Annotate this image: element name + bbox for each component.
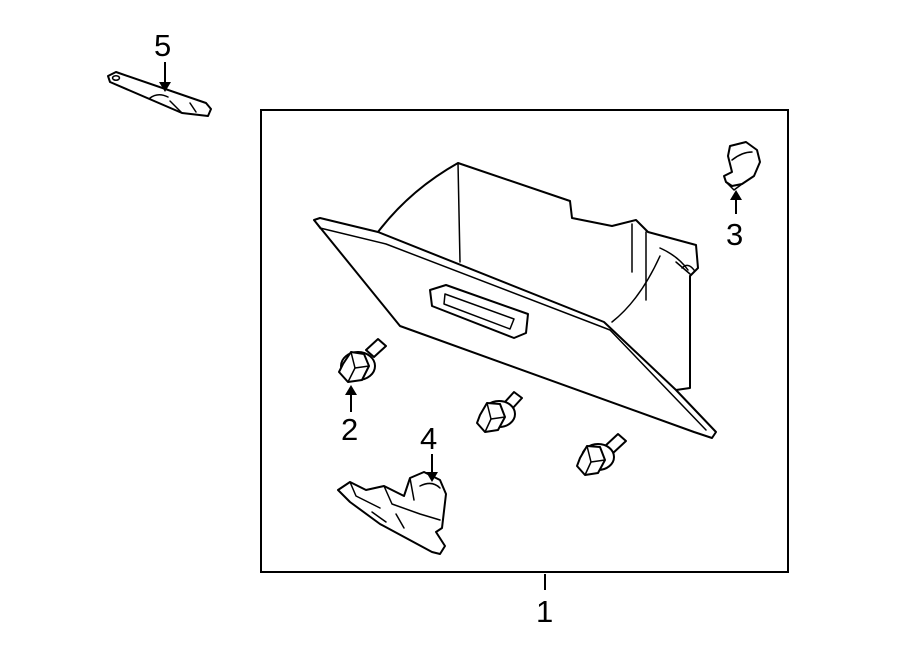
callout-4: 4 xyxy=(420,421,437,456)
callout-3: 3 xyxy=(726,217,743,252)
part-2-screw-b[interactable] xyxy=(476,391,523,433)
arrowhead-3 xyxy=(730,190,742,200)
part-2-screw-c[interactable] xyxy=(576,433,627,476)
part-2-screw-a[interactable] xyxy=(338,338,387,383)
part-5-hinge-strip[interactable] xyxy=(107,71,212,117)
arrowhead-4 xyxy=(426,472,438,482)
arrowhead-2 xyxy=(345,385,357,395)
part-1-glove-box[interactable] xyxy=(313,162,717,439)
arrowhead-5 xyxy=(159,82,171,92)
callout-1: 1 xyxy=(536,594,553,629)
part-3-bumper-stop[interactable] xyxy=(723,141,761,191)
callout-2: 2 xyxy=(341,412,358,447)
callout-5: 5 xyxy=(154,28,171,63)
part-4-latch-striker[interactable] xyxy=(337,471,447,555)
